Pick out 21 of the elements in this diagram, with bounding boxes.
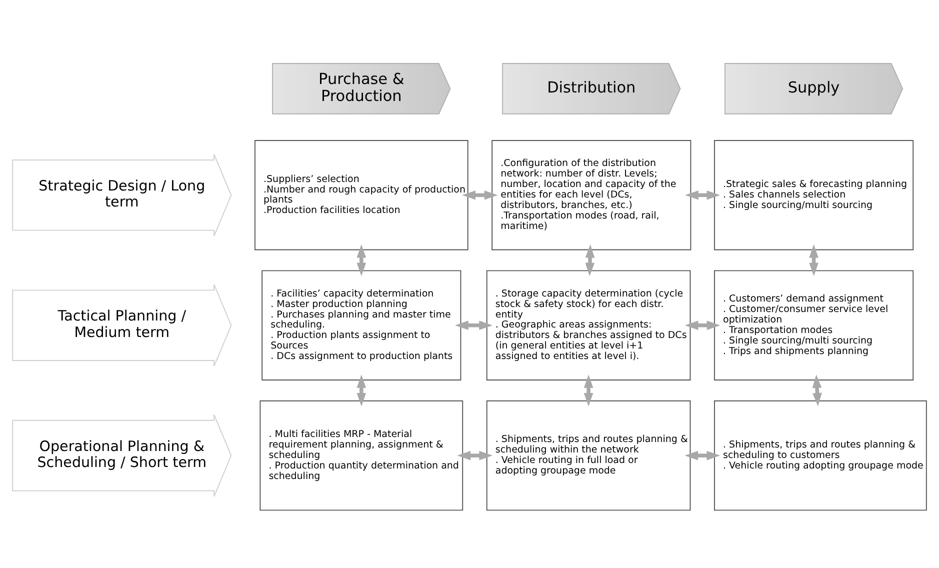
arrow: [584, 374, 594, 406]
arrow: [585, 244, 595, 276]
arrow: [684, 320, 720, 330]
arrow: [356, 374, 366, 406]
node-box: . Shipments, trips and routes planning & scheduling within the network . Vehicle routing in full load or adopting groupage mode: [486, 400, 691, 511]
node-box: . Multi facilities MRP - Material requirement planning, assignment & scheduling . Production quantity determination and scheduling: [260, 400, 464, 511]
arrow: [356, 244, 366, 276]
arrow: [812, 374, 822, 406]
node-box: .Suppliers’ selection .Number and rough capacity of production plants .Production facilities location: [254, 140, 468, 250]
node-box: .Strategic sales & forecasting planning . Sales channels selection . Single sourcing/multi sourcing: [714, 140, 914, 250]
node-box: . Facilities’ capacity determination . Master production planning . Purchases planning and master time scheduling. . Production plants assignment to Sources . DCs assignment to production plants: [262, 270, 462, 380]
arrow: [809, 244, 818, 276]
node-box: . Customers’ demand assignment . Customer/consumer service level optimization . Transportation modes . Single sourcing/multi sourcing . Trips and shipments planning: [714, 270, 914, 380]
arrow: [457, 450, 493, 460]
arrow: [462, 190, 498, 200]
node-box: . Shipments, trips and routes planning & scheduling to customers . Vehicle routing adopting groupage mode: [714, 400, 927, 511]
node-box: .Configuration of the distribution network: number of distr. Levels; number, location and capacity of the entities for each level (DCs, distributors, branches, etc.) .Transportation modes (road, rail, maritime): [492, 140, 692, 250]
arrow: [684, 450, 720, 460]
node-box: . Storage capacity determination (cycle stock & safety stock) for each distr. entity . Geographic areas assignments: distributors & branches assigned to DCs (in general entities at level i+1 assigned to entities at level i).: [486, 270, 691, 380]
arrow: [455, 320, 492, 330]
arrow: [685, 190, 720, 200]
